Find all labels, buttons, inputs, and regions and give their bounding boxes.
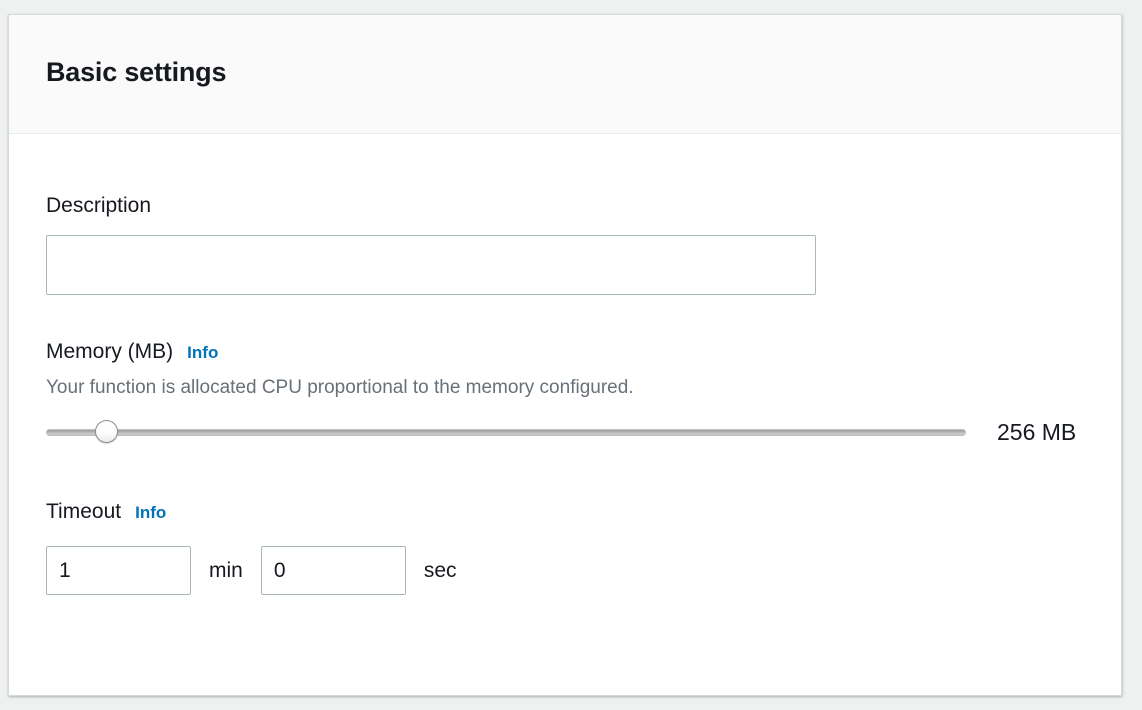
memory-label-row: Memory (MB) Info	[46, 340, 218, 364]
memory-info-link[interactable]: Info	[187, 343, 219, 362]
slider-track[interactable]	[46, 429, 966, 436]
memory-slider-row: 256 MB	[46, 412, 1086, 452]
slider-thumb[interactable]	[95, 420, 118, 443]
description-input[interactable]	[46, 235, 816, 295]
timeout-label-row: Timeout Info	[46, 500, 166, 524]
panel-header: Basic settings	[9, 15, 1121, 134]
timeout-info-link[interactable]: Info	[135, 503, 167, 522]
memory-value-display: 256 MB	[997, 418, 1077, 445]
timeout-seconds-input[interactable]	[260, 546, 406, 595]
timeout-minutes-input[interactable]	[46, 546, 191, 595]
timeout-minutes-unit-label: min	[209, 558, 243, 582]
timeout-label: Timeout	[46, 500, 122, 523]
memory-label: Memory (MB)	[46, 340, 174, 363]
page-title: Basic settings	[46, 57, 227, 87]
memory-hint-text: Your function is allocated CPU proportio…	[46, 377, 634, 398]
memory-slider[interactable]	[46, 419, 966, 445]
description-label: Description	[46, 194, 152, 217]
basic-settings-panel: Basic settings Description Memory (MB) I…	[8, 14, 1122, 696]
timeout-seconds-unit-label: sec	[423, 558, 457, 582]
timeout-row: min sec	[46, 546, 457, 595]
